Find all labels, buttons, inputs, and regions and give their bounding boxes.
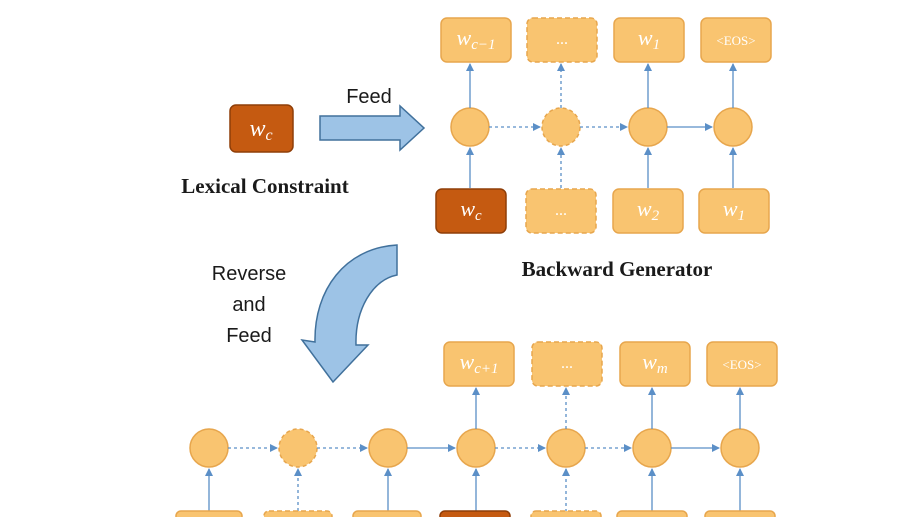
token-ellipsis: ...	[555, 202, 567, 219]
hidden-state	[720, 428, 760, 468]
hidden-state	[278, 428, 318, 468]
token-box	[440, 17, 512, 63]
hidden-state	[541, 107, 581, 147]
forward-connectors	[205, 387, 744, 517]
token-box	[700, 17, 772, 63]
token-eos: <EOS>	[722, 357, 761, 372]
token-box	[175, 510, 243, 517]
token-w-c-plus-1: wc+1	[460, 349, 499, 377]
token-box	[435, 188, 507, 234]
forward-state-row	[189, 428, 760, 468]
token-box	[439, 510, 511, 517]
token-box	[698, 188, 770, 234]
backward-output-row: wc−1 ... w1 <EOS>	[440, 17, 772, 63]
right-block-arrow-icon	[319, 104, 426, 152]
token-box	[531, 341, 603, 387]
forward-output-row: wc+1 ... wm <EOS>	[443, 341, 778, 387]
token-ellipsis: ...	[561, 355, 573, 372]
token-box	[612, 188, 684, 234]
hidden-state	[450, 107, 490, 147]
backward-input-row: wc ... w2 w1	[435, 188, 770, 234]
forward-input-row	[175, 510, 776, 517]
backward-state-row	[450, 107, 753, 147]
feed-label: Feed	[346, 86, 392, 108]
reverse-label-line-2: and	[232, 294, 265, 316]
reverse-label-line-3: Feed	[226, 325, 272, 347]
token-box	[613, 17, 685, 63]
token-box	[619, 341, 691, 387]
token-box	[525, 188, 597, 234]
reverse-feed: Reverse and Feed	[212, 244, 398, 384]
backward-generator: wc−1 ... w1 <EOS>	[435, 17, 772, 281]
token-box	[263, 510, 333, 517]
hidden-state	[189, 428, 229, 468]
lexical-constraint: wc Lexical Constraint	[181, 104, 349, 198]
hidden-state	[368, 428, 408, 468]
reverse-label-line-1: Reverse	[212, 263, 286, 285]
token-box	[530, 510, 602, 517]
hidden-state	[546, 428, 586, 468]
token-box	[704, 510, 776, 517]
hidden-state	[632, 428, 672, 468]
token-box	[706, 341, 778, 387]
backward-connectors	[466, 63, 737, 188]
hidden-state	[713, 107, 753, 147]
hidden-state	[456, 428, 496, 468]
token-box	[616, 510, 688, 517]
lexical-caption: Lexical Constraint	[181, 174, 348, 198]
token-ellipsis: ...	[556, 31, 568, 48]
token-box	[443, 341, 515, 387]
curved-down-arrow-icon	[300, 244, 398, 384]
backward-caption: Backward Generator	[522, 257, 713, 281]
forward-generator: wc+1 ... wm <EOS>	[175, 341, 778, 517]
token-box	[352, 510, 422, 517]
token-eos: <EOS>	[716, 33, 755, 48]
lexical-token-box	[229, 104, 294, 153]
hidden-state	[628, 107, 668, 147]
token-box	[526, 17, 598, 63]
feed-arrow: Feed	[319, 86, 426, 152]
